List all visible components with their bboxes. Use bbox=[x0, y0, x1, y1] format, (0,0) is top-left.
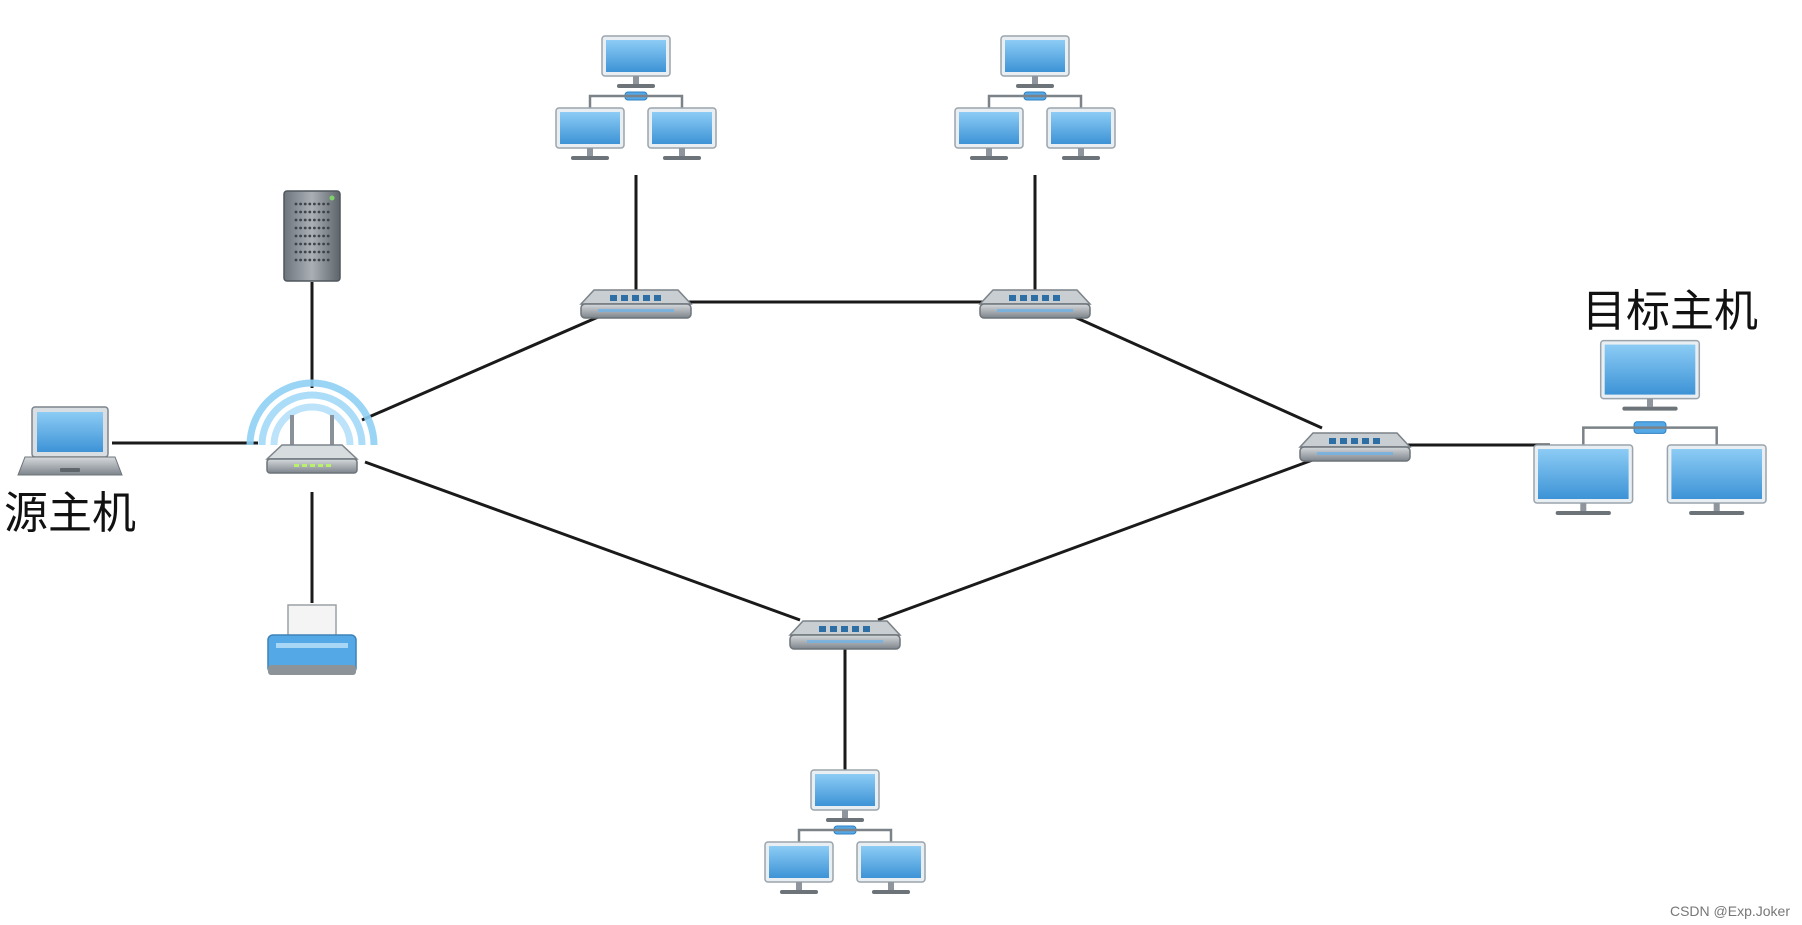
source-host-label: 源主机 bbox=[4, 488, 136, 539]
links-layer bbox=[112, 175, 1550, 778]
nodes-layer bbox=[17, 35, 1767, 894]
router-icon bbox=[579, 289, 693, 319]
wireless-router-icon bbox=[246, 379, 378, 474]
laptop-icon bbox=[17, 406, 123, 476]
printer-icon bbox=[267, 604, 357, 675]
router-icon bbox=[1298, 432, 1412, 462]
router-icon bbox=[978, 289, 1092, 319]
target-host-label: 目标主机 bbox=[1582, 286, 1758, 337]
link-router-bottom-to-router-right bbox=[877, 456, 1319, 622]
router-icon bbox=[788, 620, 902, 650]
computer-network-icon bbox=[764, 769, 926, 894]
computer-network-icon bbox=[1533, 339, 1767, 515]
computer-network-icon bbox=[555, 35, 717, 160]
watermark: CSDN @Exp.Joker bbox=[1669, 903, 1790, 919]
link-router-top-right-to-router-right bbox=[1067, 312, 1323, 430]
computer-network-icon bbox=[954, 35, 1116, 160]
link-wireless-router-to-router-bottom bbox=[364, 460, 801, 622]
link-wireless-router-to-router-top-left bbox=[361, 312, 606, 422]
server-tower-icon bbox=[283, 190, 341, 282]
